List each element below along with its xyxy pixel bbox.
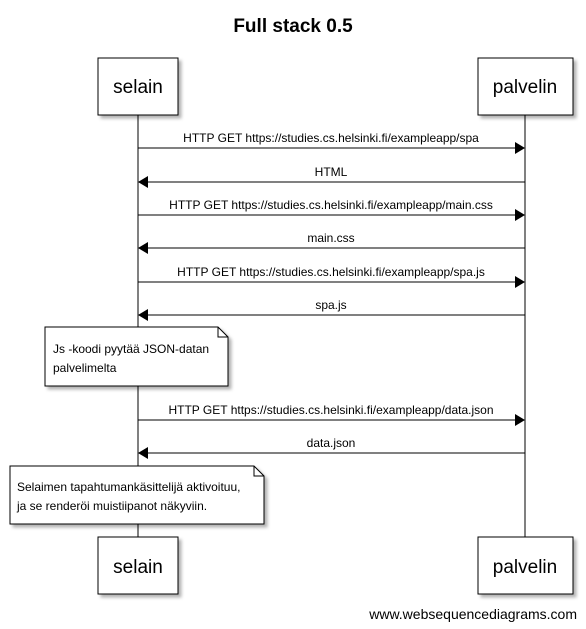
note-line: palvelimelta: [53, 361, 117, 375]
message-4: HTTP GET https://studies.cs.helsinki.fi/…: [138, 265, 525, 288]
message-label: data.json: [307, 436, 356, 450]
participant-label: selain: [113, 77, 163, 98]
footer-credit: www.websequencediagrams.com: [368, 606, 577, 622]
arrow-head-right: [515, 209, 525, 221]
message-6: HTTP GET https://studies.cs.helsinki.fi/…: [138, 403, 525, 426]
message-label: HTTP GET https://studies.cs.helsinki.fi/…: [177, 265, 485, 279]
message-label: HTML: [315, 165, 348, 179]
note-line: Js -koodi pyytää JSON-datan: [53, 342, 209, 356]
participant-selain-bottom: selain: [97, 536, 179, 595]
arrow-head-left: [138, 309, 148, 321]
arrow-head-left: [138, 176, 148, 188]
message-5: spa.js: [138, 298, 525, 321]
arrow-head-left: [138, 447, 148, 459]
arrow-head-right: [515, 276, 525, 288]
diagram-title: Full stack 0.5: [233, 16, 353, 37]
message-label: HTTP GET https://studies.cs.helsinki.fi/…: [168, 403, 493, 417]
arrow-head-right: [515, 142, 525, 154]
arrow-head-right: [515, 414, 525, 426]
participant-selain-top: selain: [97, 57, 179, 116]
message-label: HTTP GET https://studies.cs.helsinki.fi/…: [169, 198, 493, 212]
message-7: data.json: [138, 436, 525, 459]
message-2: HTTP GET https://studies.cs.helsinki.fi/…: [138, 198, 525, 221]
participant-label: palvelin: [493, 557, 557, 578]
message-0: HTTP GET https://studies.cs.helsinki.fi/…: [138, 131, 525, 154]
note-1: Selaimen tapahtumankäsittelijä aktivoitu…: [9, 465, 265, 525]
participant-palvelin-bottom: palvelin: [477, 536, 574, 595]
participant-label: palvelin: [493, 77, 557, 98]
note-line: Selaimen tapahtumankäsittelijä aktivoitu…: [17, 480, 240, 494]
note-line: ja se renderöi muistiipanot näkyviin.: [16, 499, 207, 513]
message-1: HTML: [138, 165, 525, 188]
arrow-head-left: [138, 242, 148, 254]
message-label: main.css: [307, 231, 354, 245]
participant-label: selain: [113, 557, 163, 578]
message-label: spa.js: [315, 298, 346, 312]
message-3: main.css: [138, 231, 525, 254]
participant-palvelin-top: palvelin: [477, 57, 574, 116]
note-0: Js -koodi pyytää JSON-datan palvelimelta: [44, 326, 229, 387]
message-label: HTTP GET https://studies.cs.helsinki.fi/…: [183, 131, 479, 145]
